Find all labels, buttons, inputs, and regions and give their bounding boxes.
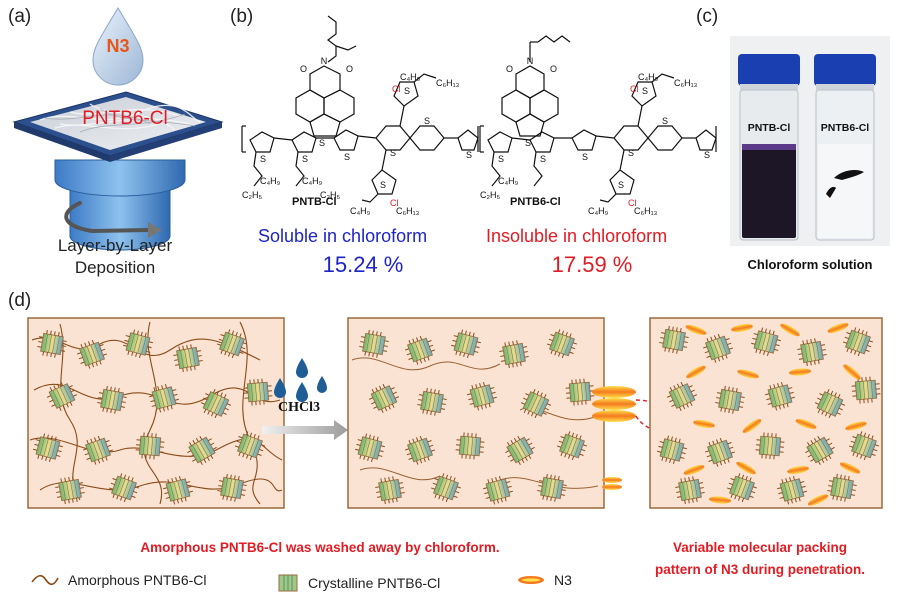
svg-text:S: S (424, 116, 430, 126)
svg-text:S: S (380, 180, 386, 190)
amorphous-chains-box2 (351, 357, 599, 489)
svg-text:C₆H₁₃: C₆H₁₃ (436, 78, 460, 88)
n3-icon (518, 576, 544, 584)
vial1-cap (738, 54, 800, 86)
svg-text:S: S (390, 148, 396, 158)
legend-crystalline: Crystalline PNTB6-Cl (276, 572, 440, 594)
svg-text:Cl: Cl (628, 198, 637, 208)
svg-text:C₆H₁₃: C₆H₁₃ (634, 206, 658, 216)
svg-text:S: S (319, 138, 325, 148)
svg-text:S: S (642, 86, 648, 96)
svg-text:S: S (540, 154, 546, 164)
svg-text:Cl: Cl (390, 198, 399, 208)
svg-text:O: O (550, 64, 557, 74)
panel-c-label: (c) (696, 6, 719, 27)
vial1-label: PNTB-Cl (747, 122, 791, 134)
svg-text:C₆H₁₃: C₆H₁₃ (674, 78, 698, 88)
deposition-caption-line2: Deposition (74, 258, 156, 277)
panel-b-label: (b) (230, 6, 254, 27)
pntb-cl-structure: N O O S S S S S S S S S n Cl Cl C₄H₉ C₆H… (241, 15, 479, 216)
svg-text:C₄H₉: C₄H₉ (638, 72, 659, 82)
svg-text:S: S (466, 150, 472, 160)
panel-a-label: (a) (8, 6, 32, 27)
molecule1-name: PNTB-Cl (292, 196, 337, 208)
penetration-message-line1: Variable molecular packing (672, 540, 848, 555)
n3-drop-label: N3 (106, 36, 130, 56)
svg-text:S: S (704, 150, 710, 160)
svg-text:S: S (498, 154, 504, 164)
svg-text:C₄H₉: C₄H₉ (260, 176, 281, 186)
svg-text:S: S (618, 180, 624, 190)
legend-n3: N3 (516, 572, 572, 588)
crystal-icon (278, 574, 298, 592)
n3-droplet-icon (92, 7, 144, 86)
legend-amorphous-label: Amorphous PNTB6-Cl (68, 572, 207, 588)
deposition-caption-line1: Layer-by-Layer (57, 236, 173, 255)
legend-amorphous: Amorphous PNTB6-Cl (30, 572, 207, 588)
substrate-label: PNTB6-Cl (82, 108, 168, 129)
legend-crystalline-label: Crystalline PNTB6-Cl (308, 575, 441, 591)
amorphous-chain-icon (31, 574, 59, 586)
solubility-soluble: Soluble in chloroform (258, 226, 428, 246)
efficiency-pntb6-cl: 17.59 % (551, 252, 633, 277)
solubility-insoluble: Insoluble in chloroform (486, 226, 668, 246)
svg-text:Cl: Cl (630, 84, 639, 94)
molecule2-name: PNTB6-Cl (510, 196, 561, 208)
n3-stack-icon (592, 386, 636, 490)
svg-text:N: N (321, 56, 328, 66)
svg-text:S: S (344, 152, 350, 162)
svg-text:C₄H₉: C₄H₉ (350, 206, 371, 216)
wash-message: Amorphous PNTB6-Cl was washed away by ch… (140, 540, 500, 555)
svg-text:C₂H₅: C₂H₅ (480, 190, 500, 200)
vial2-label: PNTB6-Cl (820, 122, 870, 134)
svg-text:O: O (346, 64, 353, 74)
svg-text:Cl: Cl (392, 84, 401, 94)
svg-text:S: S (404, 86, 410, 96)
vial1-dark-solution (742, 144, 796, 238)
vials-photo (730, 36, 890, 246)
svg-text:C₄H₉: C₄H₉ (588, 206, 609, 216)
svg-text:C₄H₉: C₄H₉ (302, 176, 323, 186)
pntb6-cl-structure: N O O S S S S S S S S S n Cl Cl C₄H₉ C₆H… (479, 35, 717, 216)
svg-text:S: S (582, 152, 588, 162)
svg-text:S: S (662, 116, 668, 126)
svg-text:S: S (525, 138, 531, 148)
vials-caption: Chloroform solution (747, 257, 873, 272)
morphology-schematic (27, 317, 883, 509)
chcl3-drops-icon (274, 358, 327, 402)
vial2-film-piece (834, 170, 864, 180)
layer-by-layer-illustration (12, 7, 224, 251)
svg-text:O: O (300, 64, 307, 74)
wash-arrow-icon (262, 420, 348, 440)
panel-d-label: (d) (8, 290, 32, 311)
vial2-cap (814, 54, 876, 86)
legend-n3-label: N3 (554, 572, 572, 588)
svg-text:N: N (527, 56, 534, 66)
efficiency-pntb-cl: 15.24 % (322, 252, 404, 277)
svg-text:C₆H₁₃: C₆H₁₃ (396, 206, 420, 216)
svg-text:S: S (260, 154, 266, 164)
svg-text:C₂H₅: C₂H₅ (242, 190, 262, 200)
svg-text:C₄H₉: C₄H₉ (400, 72, 421, 82)
svg-text:O: O (506, 64, 513, 74)
svg-text:C₄H₉: C₄H₉ (498, 176, 519, 186)
svg-text:S: S (628, 148, 634, 158)
penetration-message-line2: pattern of N3 during penetration. (654, 562, 865, 577)
rotation-arrow-icon (64, 201, 152, 234)
solvent-label: CHCl3 (278, 400, 320, 415)
svg-text:C₂H₅: C₂H₅ (320, 190, 340, 200)
svg-text:S: S (302, 154, 308, 164)
